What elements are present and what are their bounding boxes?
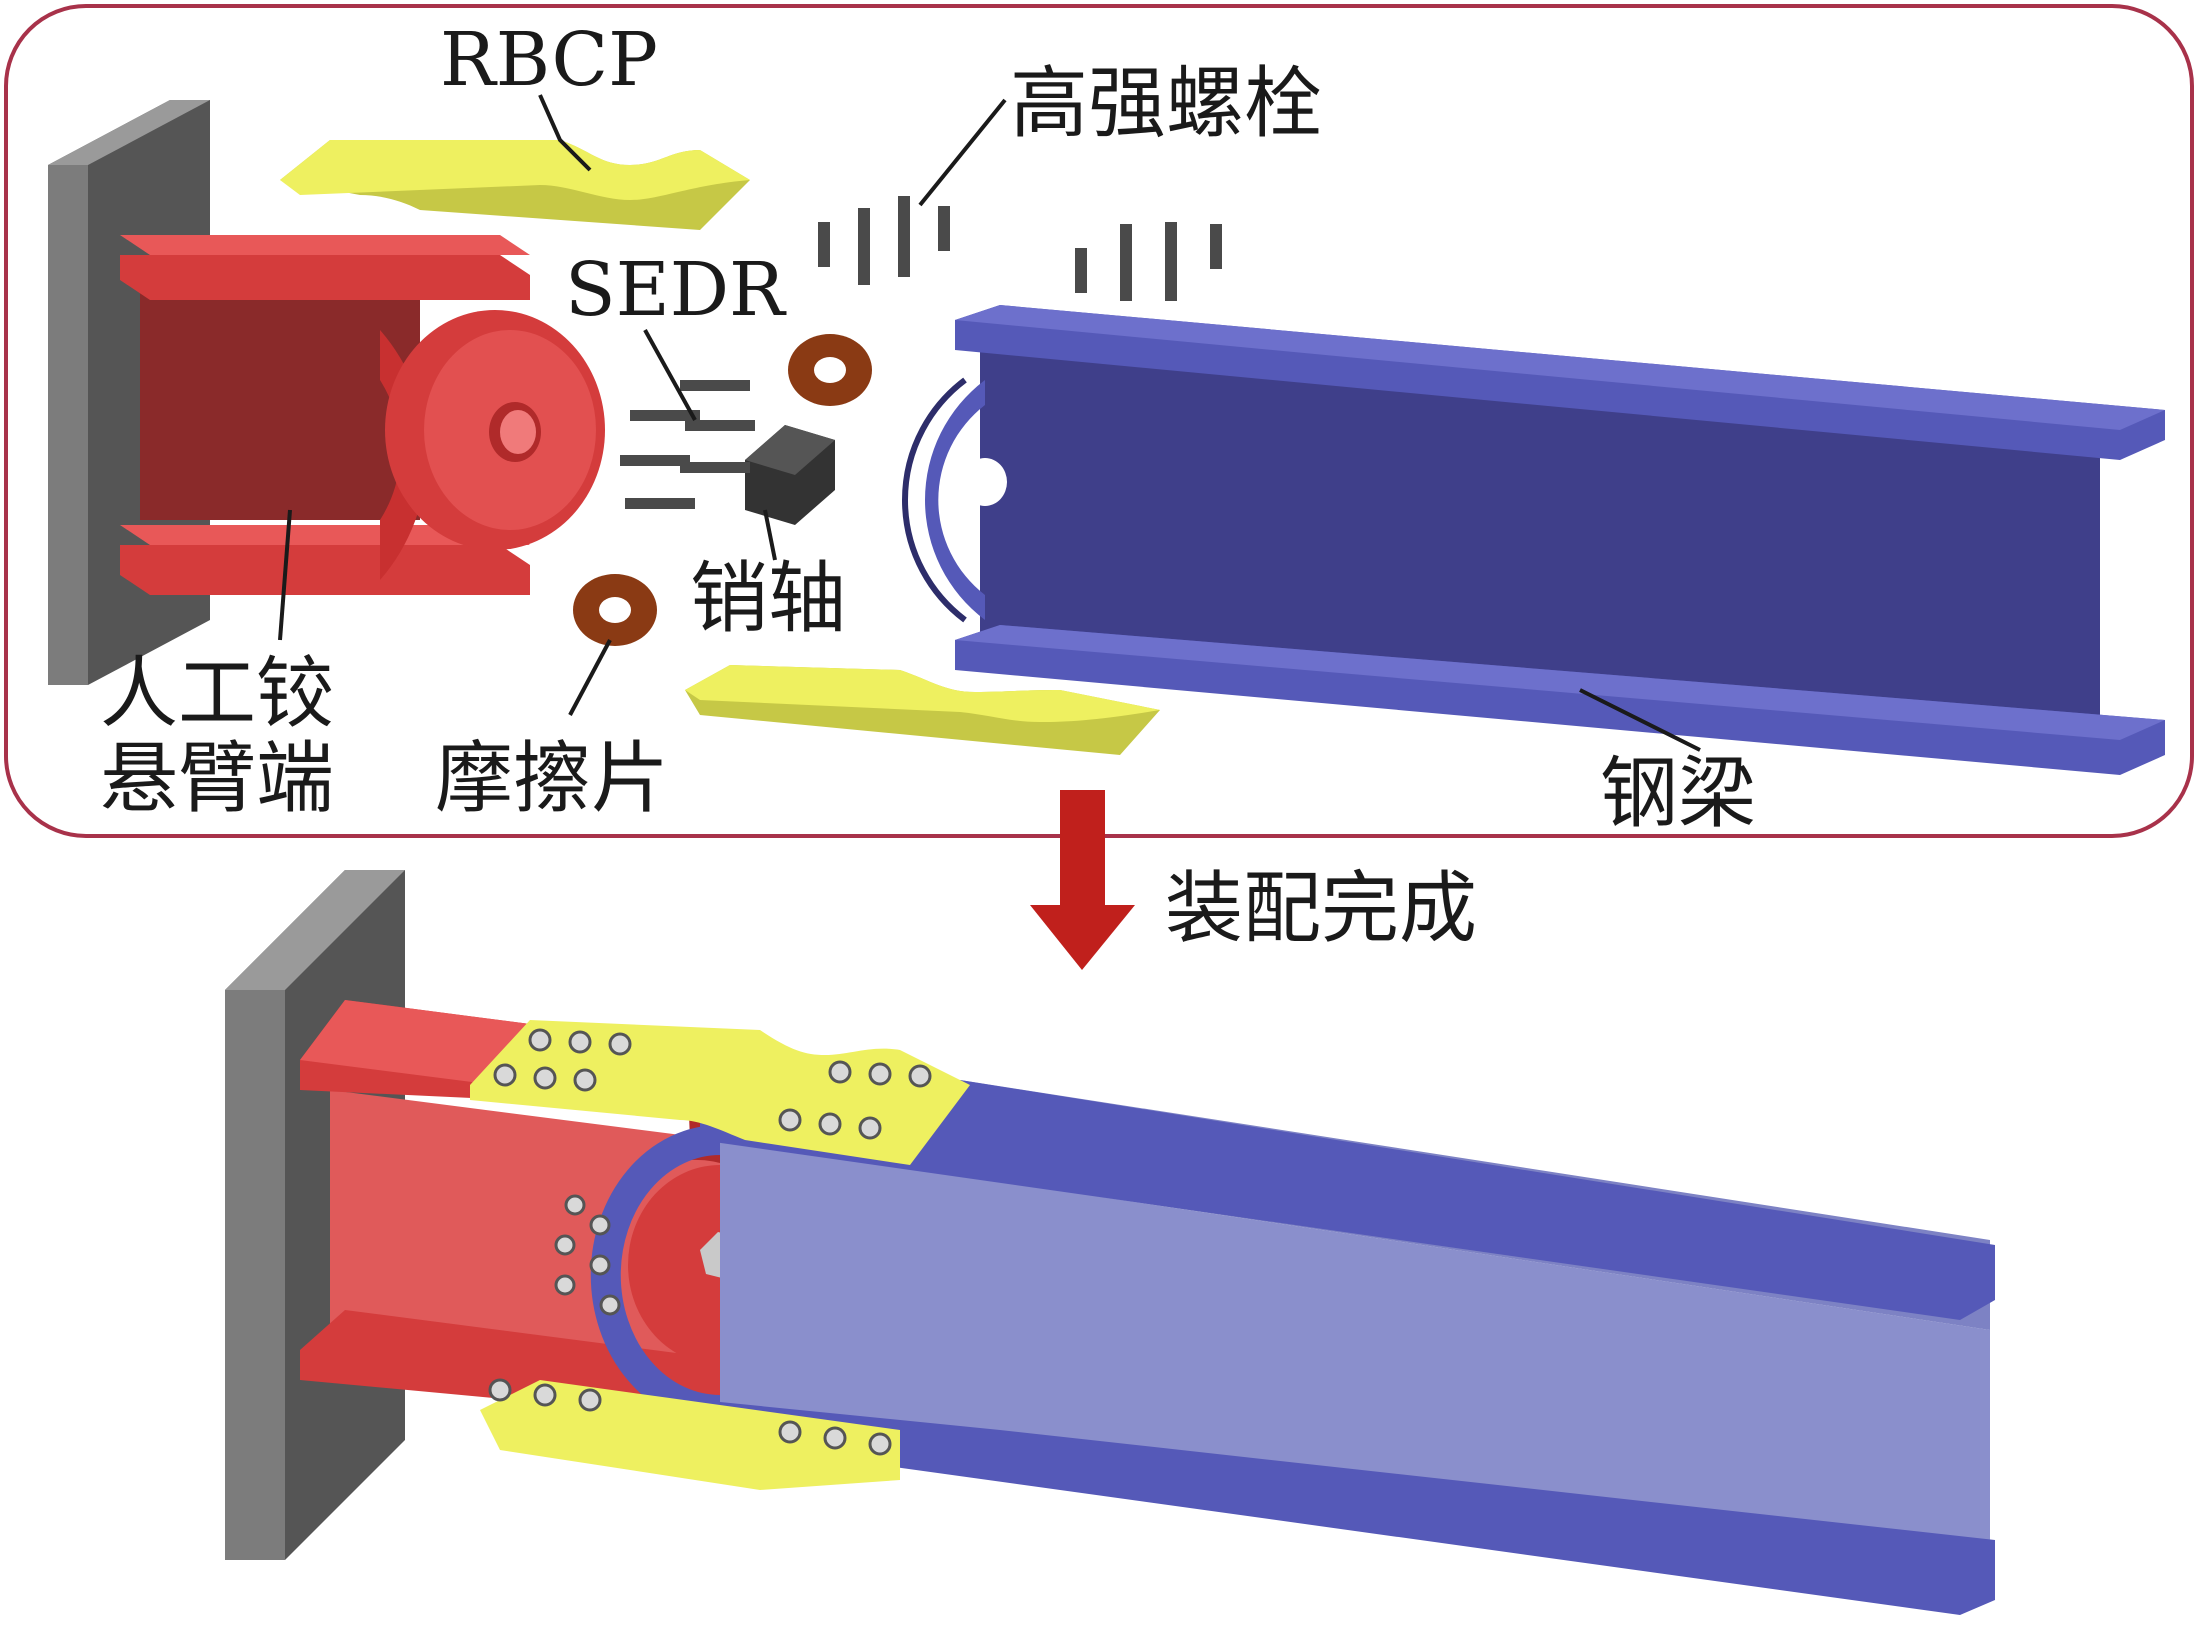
- steel-beam-exploded: [902, 305, 2165, 775]
- high-strength-bolts-group-a: [818, 196, 950, 285]
- assembled-bolt-heads: [488, 1028, 932, 1456]
- label-steel-beam: 钢梁: [1600, 749, 1756, 839]
- label-assembled: 装配完成: [1165, 864, 1477, 954]
- high-strength-bolts-group-b: [1075, 222, 1222, 301]
- leader-pin: [763, 509, 777, 561]
- label-high-strength-bolt: 高强螺栓: [1010, 59, 1322, 149]
- label-sedr: SEDR: [565, 247, 787, 333]
- assembly-arrow: [1030, 790, 1135, 970]
- leader-friction-plate: [568, 639, 612, 716]
- rbcp-plate-lower: [685, 665, 1160, 755]
- rbcp-plate-upper: [280, 140, 750, 230]
- label-hinge-line1: 人工铰: [100, 649, 334, 739]
- leader-sedr: [643, 329, 697, 421]
- label-hinge-line2: 悬臂端: [100, 734, 334, 824]
- cantilever-end-exploded: [120, 235, 605, 595]
- leader-high-strength-bolt: [918, 98, 1007, 207]
- pin-block: [745, 425, 835, 525]
- label-rbcp: RBCP: [440, 17, 658, 103]
- steel-beam-assembled: [590, 1080, 1995, 1615]
- leader-steel-beam: [1579, 688, 1701, 752]
- rbcp-plate-assembled-top: [470, 1020, 970, 1165]
- label-friction-plate: 摩擦片: [435, 734, 669, 824]
- leader-rbcp: [538, 94, 592, 172]
- sedr-bolts-group: [620, 380, 755, 509]
- friction-washer-upper: [788, 334, 872, 406]
- friction-washer-lower: [573, 574, 657, 646]
- wall-plate-assembled: [225, 870, 405, 1560]
- leader-hinge: [278, 509, 292, 641]
- label-pin: 销轴: [690, 554, 846, 644]
